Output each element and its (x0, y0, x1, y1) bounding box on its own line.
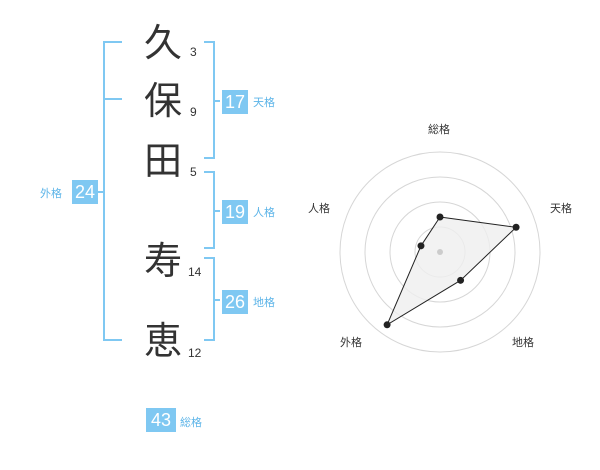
radar-point (383, 321, 391, 329)
chikaku-label: 地格 (253, 296, 275, 309)
name-char-3: 田 (143, 139, 182, 183)
radar-point (457, 276, 465, 284)
radar-point (436, 213, 444, 221)
name-char-2: 保 (143, 79, 182, 123)
name-char-5: 恵 (143, 319, 182, 363)
stroke-count-3: 5 (190, 165, 197, 179)
soukaku-label: 総格 (180, 416, 202, 429)
name-char-4: 寿 (143, 239, 182, 283)
stroke-count-4: 14 (188, 265, 202, 279)
radar-ring (339, 151, 541, 353)
radar-label-soukaku: 総格 (428, 123, 450, 136)
radar-center-dot (437, 249, 443, 255)
gaikaku-label: 外格 (40, 187, 62, 200)
gaikaku-score: 24 (72, 180, 98, 204)
radar-label-jinkaku: 人格 (308, 202, 330, 215)
radar-ring (364, 176, 516, 328)
tenkaku-score: 17 (222, 90, 248, 114)
radar-polygon (386, 216, 518, 327)
radar-label-gaikaku: 外格 (340, 336, 362, 349)
radar-point (417, 242, 425, 250)
radar-point (512, 223, 520, 231)
soukaku-score: 43 (146, 408, 176, 432)
stroke-count-1: 3 (190, 45, 197, 59)
chikaku-score: 26 (222, 290, 248, 314)
radar-label-tenkaku: 天格 (550, 202, 572, 215)
tenkaku-label: 天格 (253, 96, 275, 109)
radar-label-chikaku: 地格 (512, 336, 534, 349)
jinkaku-label: 人格 (253, 206, 275, 219)
jinkaku-score: 19 (222, 200, 248, 224)
stroke-count-2: 9 (190, 105, 197, 119)
stroke-count-5: 12 (188, 346, 202, 360)
name-char-1: 久 (143, 21, 182, 65)
